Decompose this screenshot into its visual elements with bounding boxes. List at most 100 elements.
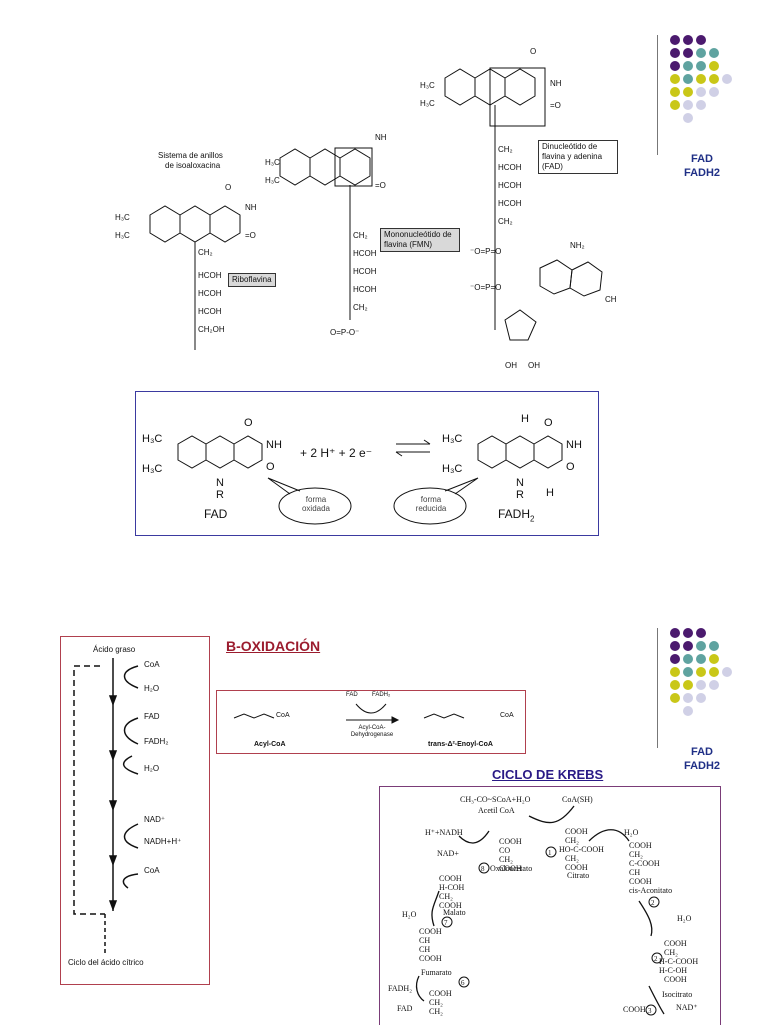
redox-fadh2-label: FADH2 <box>498 507 534 523</box>
svg-text:COOH: COOH <box>439 901 462 910</box>
sidebar-fad-top: FAD <box>691 153 713 165</box>
svg-text:⁻O=P=O: ⁻O=P=O <box>470 247 501 256</box>
decorative-dot <box>722 113 732 123</box>
svg-text:NH: NH <box>566 439 582 451</box>
decorative-dot <box>722 641 732 651</box>
h2o-label-1: H₂O <box>144 684 160 693</box>
fmn-label: Mononucleótido de flavina (FMN) <box>380 228 460 252</box>
svg-text:O: O <box>244 417 253 429</box>
decorative-dot <box>670 667 680 677</box>
svg-text:7: 7 <box>444 919 448 927</box>
decorative-dot <box>670 61 680 71</box>
svg-text:COOH: COOH <box>629 841 652 850</box>
redox-fadh-text: FADH <box>498 507 531 521</box>
decorative-dot <box>683 628 693 638</box>
krebs-title: CICLO DE KREBS <box>492 767 604 782</box>
svg-text:CH₂: CH₂ <box>565 854 579 863</box>
acyl-coa-reaction-box <box>216 690 526 754</box>
decorative-dot <box>683 100 693 110</box>
svg-text:O: O <box>225 183 231 192</box>
svg-text:2: 2 <box>651 899 655 907</box>
svg-text:8: 8 <box>481 865 485 873</box>
decorative-dot <box>696 35 706 45</box>
krebs-h2o-b: H₂O <box>402 910 417 919</box>
h2o-label-2: H₂O <box>144 764 160 773</box>
decorative-dot <box>683 87 693 97</box>
svg-text:OH: OH <box>505 361 517 370</box>
svg-text:CH₂: CH₂ <box>664 948 678 957</box>
svg-text:CH: CH <box>419 945 430 954</box>
sidebar-label-bottom: FAD FADH2 <box>674 745 730 773</box>
svg-text:CH₂: CH₂ <box>198 248 213 257</box>
reaction-fad: FAD <box>346 692 358 698</box>
decorative-dot <box>709 35 719 45</box>
svg-text:H₃C: H₃C <box>442 463 462 475</box>
svg-text:O=P-O⁻: O=P-O⁻ <box>330 328 359 337</box>
acido-graso-label: Ácido graso <box>93 645 136 654</box>
svg-text:COOH: COOH <box>439 874 462 883</box>
decorative-dot <box>709 706 719 716</box>
decorative-dot <box>670 628 680 638</box>
decorative-dot <box>683 35 693 45</box>
svg-text:COOH: COOH <box>623 1005 646 1014</box>
decorative-dot <box>722 74 732 84</box>
svg-text:HCOH: HCOH <box>498 199 522 208</box>
svg-text:OH: OH <box>528 361 540 370</box>
krebs-oxaloacetato: Oxaloacetato <box>490 864 533 873</box>
svg-text:CH₂: CH₂ <box>498 145 513 154</box>
decorative-dot <box>722 693 732 703</box>
beta-oxidation-box <box>60 636 210 985</box>
svg-text:6: 6 <box>461 979 465 987</box>
svg-text:COOH: COOH <box>565 827 588 836</box>
svg-text:CH₂: CH₂ <box>629 850 643 859</box>
krebs-coash: CoA(SH) <box>562 795 593 804</box>
decorative-dot <box>683 48 693 58</box>
decorative-dot <box>722 100 732 110</box>
krebs-acetil-name: Acetil CoA <box>478 806 515 815</box>
decorative-dot <box>709 628 719 638</box>
svg-text:COOH: COOH <box>419 954 442 963</box>
decorative-dot <box>696 87 706 97</box>
krebs-citrato: Citrato <box>567 871 590 880</box>
krebs-fad: FAD <box>397 1004 413 1013</box>
decorative-dot <box>670 74 680 84</box>
sidebar-fadh2-bottom: FADH2 <box>683 760 721 772</box>
svg-text:NH: NH <box>375 133 387 142</box>
svg-text:H₃C: H₃C <box>142 463 162 475</box>
decorative-dot <box>696 628 706 638</box>
krebs-box <box>379 786 721 1025</box>
decorative-dot <box>683 693 693 703</box>
svg-text:R: R <box>216 489 224 501</box>
svg-text:CH₂: CH₂ <box>498 217 513 226</box>
reduced-bubble-text: forma reducida <box>415 495 447 513</box>
reaction-coa-product: CoA <box>500 712 514 719</box>
decorative-dot <box>683 113 693 123</box>
svg-text:N: N <box>216 477 224 489</box>
decorative-dots-top <box>670 35 732 123</box>
riboflavina-label: Riboflavina <box>228 273 276 287</box>
decorative-dot <box>683 641 693 651</box>
decorative-dot <box>670 706 680 716</box>
svg-text:CH₂: CH₂ <box>499 855 513 864</box>
decorative-dot <box>670 87 680 97</box>
svg-text:H: H <box>546 487 554 499</box>
decorative-dot <box>683 667 693 677</box>
krebs-isocitrato: Isocitrato <box>662 990 693 999</box>
svg-text:H₃C: H₃C <box>265 158 280 167</box>
decorative-dot <box>709 654 719 664</box>
redox-fadh-sub: 2 <box>530 514 535 524</box>
ciclo-citrico-label: Ciclo del ácido cítrico <box>68 958 144 967</box>
svg-text:COOH: COOH <box>664 975 687 984</box>
svg-text:HCOH: HCOH <box>498 181 522 190</box>
fad-box-label: Dinucleótido de flavina y adenina (FAD) <box>538 140 618 174</box>
svg-text:NH: NH <box>245 203 257 212</box>
redox-equation-middle: + 2 H⁺ + 2 e⁻ <box>300 446 373 460</box>
krebs-nad-1: NAD+ <box>437 849 459 858</box>
svg-text:O: O <box>544 417 553 429</box>
decorative-dot <box>722 667 732 677</box>
decorative-dot <box>696 680 706 690</box>
krebs-acetil: CH₃-CO~SCoA+H₂O <box>460 795 531 804</box>
svg-text:2: 2 <box>654 955 658 963</box>
decorative-dot <box>722 87 732 97</box>
